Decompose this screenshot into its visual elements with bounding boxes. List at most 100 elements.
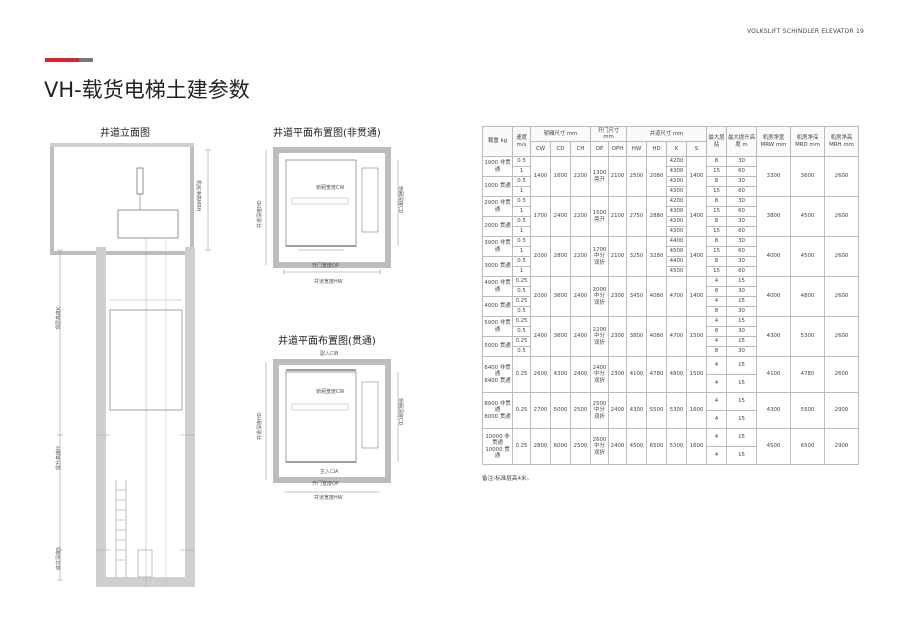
th-mrd: 机房净深 MRD mm [790, 126, 825, 157]
cell-s: 1600 [686, 428, 707, 465]
cell-floors: 15 [706, 186, 727, 197]
cell-travel: 15 [726, 276, 757, 287]
cell-ch: 2200 [570, 236, 591, 277]
cell-op: 1300 旁开 [590, 156, 609, 197]
th-mrw: 机房净宽 MRW mm [756, 126, 791, 157]
th-hd: HD [646, 141, 667, 157]
header-brand: VOLKSLIFT SCHINDLER ELEVATOR 19 [746, 28, 864, 35]
cell-travel: 30 [726, 236, 757, 247]
cell-travel: 15 [726, 410, 757, 429]
cell-cw: 2800 [530, 428, 551, 465]
hw-label-2: 井道宽度HW [314, 495, 343, 501]
cell-load-non-through: 10000 非贯通 [485, 433, 510, 447]
cell-cd: 6000 [550, 428, 571, 465]
cell-mrd: 4500 [790, 196, 825, 237]
cell-floors: 4 [706, 276, 727, 287]
spec-table: 载重 kg 速度 m/s 轿厢尺寸 mm 开门尺寸 mm 井道尺寸 mm 最大层… [482, 126, 859, 465]
cell-floors: 4 [706, 336, 727, 347]
cell-k: 4500 [666, 246, 687, 257]
cell-load: 2000 非贯通 [482, 196, 513, 217]
plan-non-through-title: 井道平面布置图(非贯通) [273, 128, 381, 139]
cell-floors: 4 [706, 428, 727, 447]
th-oph: OPH [608, 141, 627, 157]
cell-speed: 0.25 [512, 316, 531, 327]
cell-hw: 3450 [626, 276, 647, 317]
cell-mrh: 2600 [824, 156, 859, 197]
cell-floors: 4 [706, 374, 727, 393]
cell-floors: 8 [706, 176, 727, 187]
cell-load: 5000 贯通 [482, 336, 513, 357]
cell-hw: 2750 [626, 196, 647, 237]
cell-mrh: 2600 [824, 236, 859, 277]
cell-ch: 2400 [570, 316, 591, 357]
plan-through-title: 井道平面布置图(贯通) [278, 336, 376, 347]
cell-cw: 1400 [530, 156, 551, 197]
cell-oph: 2400 [608, 428, 627, 465]
cell-travel: 30 [726, 286, 757, 297]
cell-travel: 15 [726, 392, 757, 411]
cell-ch: 2200 [570, 196, 591, 237]
cell-mrd: 5300 [790, 316, 825, 357]
cell-mrd: 6500 [790, 428, 825, 465]
cell-s: 1400 [686, 156, 707, 197]
cell-k: 5300 [666, 428, 687, 465]
cell-speed: 0.5 [512, 286, 531, 297]
cell-travel: 60 [726, 206, 757, 217]
th-floors: 最大层站 [706, 126, 727, 157]
cell-load: 5000 非贯通 [482, 316, 513, 337]
cell-mrd: 4780 [790, 356, 825, 393]
th-cd: CD [550, 141, 571, 157]
cell-mrh: 2600 [824, 196, 859, 237]
cell-k: 4400 [666, 256, 687, 267]
cell-hd: 3280 [646, 236, 667, 277]
cell-mrw: 3300 [756, 156, 791, 197]
cell-speed: 0.5 [512, 306, 531, 317]
cell-k: 4400 [666, 236, 687, 247]
cell-load-non-through: 6400 非贯通 [484, 364, 511, 378]
cell-s: 1500 [686, 316, 707, 357]
cell-speed: 0.5 [512, 176, 531, 187]
cell-oph: 2100 [608, 156, 627, 197]
cell-oph: 2100 [608, 196, 627, 237]
cell-speed: 1 [512, 166, 531, 177]
cell-speed: 0.5 [512, 236, 531, 247]
cell-load-non-through: 8000 非贯通 [484, 400, 511, 414]
cell-travel: 15 [726, 428, 757, 447]
cell-speed: 0.25 [512, 336, 531, 347]
cell-speed: 0.5 [512, 346, 531, 357]
cell-speed: 0.5 [512, 156, 531, 167]
cell-cw: 2400 [530, 316, 551, 357]
cell-load-through: 8000 贯通 [484, 413, 511, 420]
cell-travel: 30 [726, 156, 757, 167]
s-label: 底坑深度S [56, 546, 62, 570]
cell-mrh: 2900 [824, 428, 859, 465]
cell-load: 4000 非贯通 [482, 276, 513, 297]
th-mrh: 机房净高 MRH mm [824, 126, 859, 157]
cell-speed: 1 [512, 246, 531, 257]
cell-speed: 0.5 [512, 216, 531, 227]
cell-speed: 0.5 [512, 326, 531, 337]
cell-op: 2500 中分 双折 [590, 392, 609, 429]
cell-floors: 15 [706, 206, 727, 217]
elevation-drawing [50, 143, 211, 587]
cell-floors: 4 [706, 296, 727, 307]
cell-hw: 4300 [626, 392, 647, 429]
cell-speed: 0.25 [512, 356, 531, 393]
cell-floors: 4 [706, 356, 727, 375]
cell-hw: 4500 [626, 428, 647, 465]
cell-k: 5300 [666, 392, 687, 429]
cell-k: 4300 [666, 166, 687, 177]
cell-travel: 60 [726, 246, 757, 257]
cell-travel: 60 [726, 186, 757, 197]
cell-ch: 2400 [570, 356, 591, 393]
cell-travel: 30 [726, 216, 757, 227]
cell-speed: 0.5 [512, 256, 531, 267]
th-speed: 速度 m/s [512, 126, 531, 157]
cell-hd: 4080 [646, 276, 667, 317]
cell-mrw: 4300 [756, 392, 791, 429]
